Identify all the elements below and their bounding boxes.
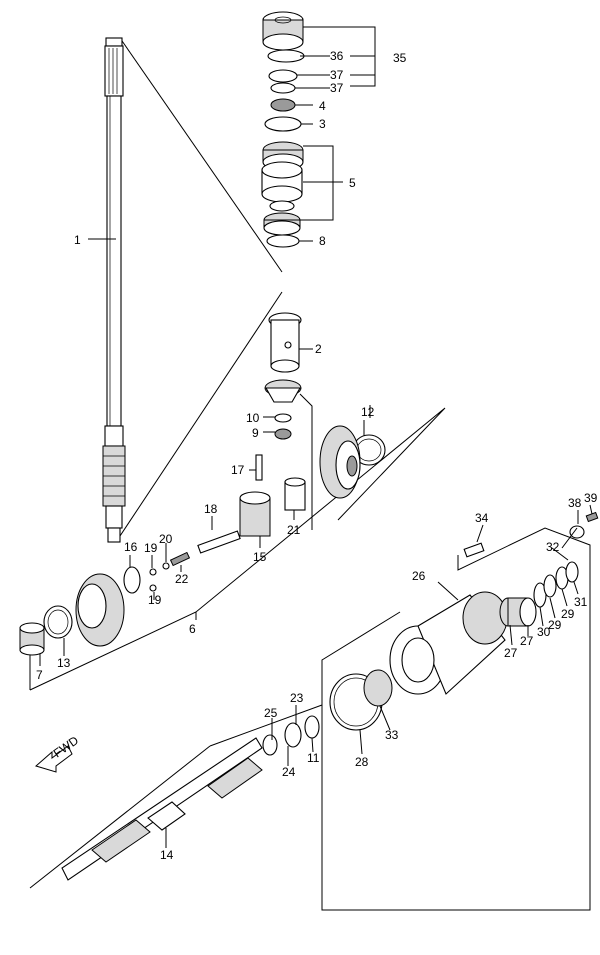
group-outlines xyxy=(29,37,591,911)
sleeve xyxy=(268,312,302,373)
callout-28: 28 xyxy=(355,755,369,769)
callout-25: 25 xyxy=(264,706,278,720)
callout-35: 35 xyxy=(393,51,407,65)
callout-4: 4 xyxy=(319,99,326,113)
callout-26: 26 xyxy=(412,569,426,583)
callout-labels: 1 2 3 4 5 6 7 8 9 10 11 12 13 14 15 16 1… xyxy=(36,49,598,862)
callout-16: 16 xyxy=(124,540,138,554)
callout-19-upper: 19 xyxy=(144,541,158,555)
bevel-gear xyxy=(319,425,361,499)
callout-5: 5 xyxy=(349,176,356,190)
callout-23: 23 xyxy=(290,691,304,705)
fwd-arrow: FWD xyxy=(34,733,81,773)
callout-32: 32 xyxy=(546,540,560,554)
callout-18: 18 xyxy=(204,502,218,516)
propeller-shaft xyxy=(61,715,320,881)
leader-lines xyxy=(39,26,593,848)
callout-2: 2 xyxy=(315,342,322,356)
callout-29-left: 29 xyxy=(548,618,562,632)
callout-9: 9 xyxy=(252,426,259,440)
seal-housing xyxy=(262,11,305,132)
callout-29-right: 29 xyxy=(561,607,575,621)
callout-39: 39 xyxy=(584,491,598,505)
callout-11: 11 xyxy=(307,751,320,765)
callout-7: 7 xyxy=(36,668,43,682)
callout-30: 30 xyxy=(537,625,551,639)
pinion-gear xyxy=(264,379,302,440)
callout-8: 8 xyxy=(319,234,326,248)
callout-37-upper: 37 xyxy=(330,68,344,82)
callout-22: 22 xyxy=(175,572,189,586)
callout-12: 12 xyxy=(361,405,375,419)
callout-3: 3 xyxy=(319,117,326,131)
callout-1: 1 xyxy=(74,233,81,247)
callout-27-right: 27 xyxy=(520,634,534,648)
clutch-assembly xyxy=(149,454,306,592)
callout-31: 31 xyxy=(574,595,588,609)
callout-14: 14 xyxy=(160,848,174,862)
callout-20: 20 xyxy=(159,532,173,546)
callout-36: 36 xyxy=(330,49,344,63)
callout-24: 24 xyxy=(282,765,296,779)
callout-19-lower: 19 xyxy=(148,593,162,607)
callout-10: 10 xyxy=(246,411,260,425)
gearcase-housing xyxy=(329,591,508,731)
reverse-gear xyxy=(19,566,141,656)
callout-37-lower: 37 xyxy=(330,81,344,95)
callout-17: 17 xyxy=(231,463,245,477)
callout-21: 21 xyxy=(287,523,301,537)
callout-34: 34 xyxy=(475,511,489,525)
drive-shaft xyxy=(102,37,126,543)
callout-6: 6 xyxy=(189,622,196,636)
callout-33: 33 xyxy=(385,728,399,742)
callout-15: 15 xyxy=(253,550,267,564)
callout-13: 13 xyxy=(57,656,71,670)
bearing-parts xyxy=(463,511,599,627)
callout-27-left: 27 xyxy=(504,646,518,660)
bearing-set xyxy=(261,141,304,248)
callout-38: 38 xyxy=(568,496,582,510)
